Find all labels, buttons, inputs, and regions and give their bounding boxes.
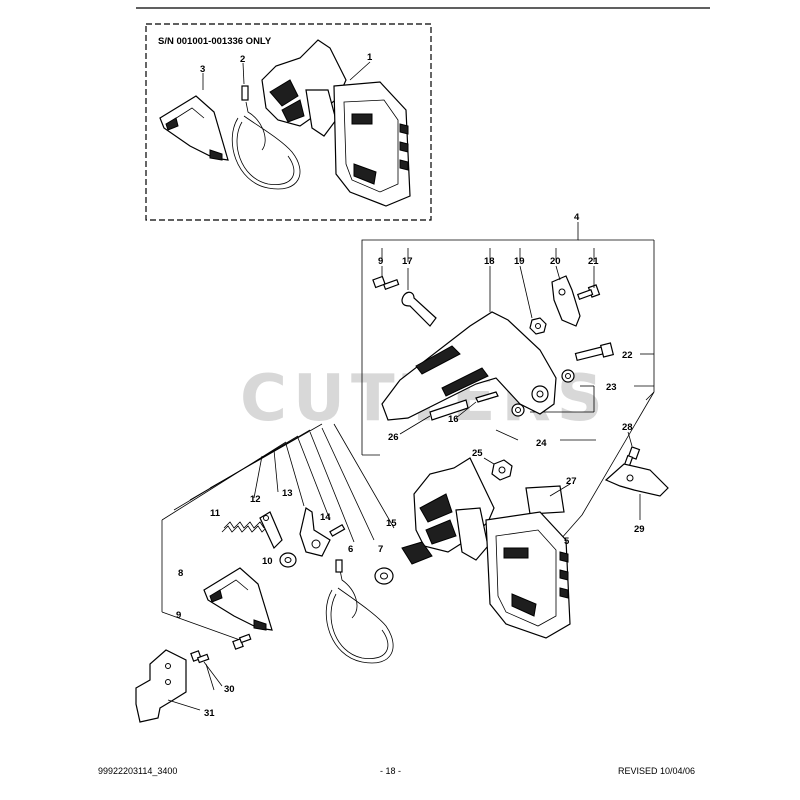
callout-2: 2 [240,54,245,65]
callout-7: 7 [378,544,383,555]
part-25-nut [491,459,513,481]
callout-13: 13 [282,488,293,499]
part-19-nut [529,317,547,335]
leader-lines [202,61,641,691]
part-27-label [525,485,565,515]
callout-19: 19 [514,256,525,267]
callout-4: 4 [574,212,580,223]
part-7-collar [374,567,394,585]
footer-doc-number: 99922203114_3400 [98,766,178,776]
callout-22: 22 [622,350,633,361]
part-23-collar [561,369,575,383]
part-2-brake-band [231,85,301,190]
part-6-brake-band [325,559,394,664]
part-9-bolt [372,275,400,290]
callout-25: 25 [472,448,483,459]
callout-30: 30 [224,684,235,695]
callout-11: 11 [210,508,221,519]
callout-6: 6 [348,544,353,555]
part-12-link [259,511,283,550]
callout-29: 29 [634,524,645,535]
part-22-bolt [574,342,615,362]
callout-24: 24 [536,438,547,449]
part-8-guide-plate [203,567,273,631]
part-28-screw [623,446,641,468]
part-3-guide-plate [159,95,229,161]
part-24-collar [511,403,525,417]
part-16-pad [475,391,499,403]
callout-10: 10 [262,556,273,567]
part-17-hook [401,291,437,327]
serial-range-label: S/N 001001-001336 ONLY [158,36,272,47]
callout-14: 14 [320,512,331,523]
callout-1: 1 [367,52,373,63]
callout-16: 16 [448,414,459,425]
part-1-clutch-cover [261,39,411,207]
callout-12: 12 [250,494,261,505]
callout-23: 23 [606,382,617,393]
part-31-bar-plate [135,649,201,723]
part-11-spring [221,521,269,533]
footer-page-number: - 18 - [380,766,402,776]
part-9-screw [232,633,252,650]
callout-26: 26 [388,432,399,443]
footer-revision: REVISED 10/04/06 [618,766,696,776]
callout-18: 18 [484,256,495,267]
callout-17: 17 [402,256,413,267]
part-15-block [401,541,433,565]
callout-31: 31 [204,708,215,719]
bracket-lower-fan [161,423,395,641]
callout-21: 21 [588,256,599,267]
part-20-stopper [551,275,581,327]
callout-5: 5 [564,536,570,547]
callout-20: 20 [550,256,561,267]
part-30-screw [190,650,223,687]
part-10-collar [279,552,297,568]
serial-range-box [145,23,432,221]
part-14-pin [329,523,346,537]
part-18-brake-lever [381,311,557,421]
part-13-lever [299,507,331,557]
callout-28: 28 [622,422,633,433]
callout-3: 3 [200,64,205,75]
callout-27: 27 [566,476,577,487]
callout-9-bottom: 9 [176,610,181,621]
callout-15: 15 [386,518,397,529]
callout-9-top: 9 [378,256,383,267]
bracket-assembly-4 [361,222,655,541]
part-21-screw [576,284,601,300]
part-29-bracket [604,463,669,497]
callout-8: 8 [178,568,183,579]
part-5-clutch-cover [413,457,571,639]
